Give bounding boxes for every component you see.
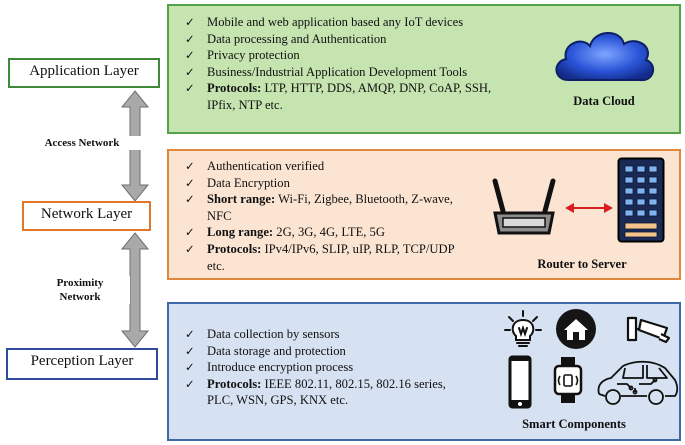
list-item: ✓ Data Encryption [183, 175, 463, 192]
check-icon: ✓ [185, 192, 195, 207]
list-item-text: Privacy protection [207, 48, 300, 63]
list-item: ✓ Protocols: LTP, HTTP, DDS, AMQP, DNP, C… [183, 80, 518, 113]
data-cloud-caption: Data Cloud [573, 94, 635, 108]
list-item-text: Protocols: IEEE 802.11, 802.15, 802.16 s… [207, 376, 463, 409]
list-item: ✓ Protocols: IEEE 802.11, 802.15, 802.16 … [183, 376, 463, 409]
access-network-label: Access Network [22, 136, 142, 150]
protocols-values: LTP, HTTP, DDS, AMQP, DNP, CoAP, SSH, IP… [207, 81, 492, 112]
list-item: ✓ Introduce encryption process [183, 359, 463, 376]
check-icon: ✓ [185, 31, 195, 46]
smart-components-caption: Smart Components [522, 417, 626, 431]
network-layer-label: Network Layer [22, 201, 151, 231]
short-range-heading: Short range: [207, 192, 276, 207]
check-icon: ✓ [185, 225, 195, 240]
list-item: ✓ Privacy protection [183, 47, 518, 64]
smartphone-icon [508, 355, 532, 409]
proximity-label-line1: Proximity [56, 277, 104, 289]
server-rack-icon [617, 157, 665, 243]
list-item: ✓ Business/Industrial Application Develop… [183, 64, 518, 81]
check-icon: ✓ [185, 159, 195, 173]
list-item: ✓ Mobile and web application based any Io… [183, 14, 518, 31]
list-item-text: Data collection by sensors [207, 327, 340, 341]
list-item-text: Introduce encryption process [207, 360, 354, 375]
list-item-text: Protocols: LTP, HTTP, DDS, AMQP, DNP, Co… [207, 80, 518, 113]
list-item-text: Data storage and protection [207, 343, 346, 358]
protocols-heading: Protocols: [207, 81, 262, 96]
network-panel: ✓ Authentication verified ✓ Data Encryptio… [167, 149, 681, 280]
bidirectional-arrow-icon [565, 203, 613, 213]
short-range-values: Wi-Fi, Zigbee, Bluetooth, Z-wave, NFC [207, 192, 453, 223]
proximity-network-label: Proximity Network [30, 276, 130, 304]
list-item: ✓ Short range: Wi-Fi, Zigbee, Bluetooth, … [183, 191, 463, 224]
application-feature-list: ✓ Mobile and web application based any Io… [183, 14, 518, 114]
check-icon: ✓ [185, 15, 195, 29]
smart-car-icon [597, 360, 679, 405]
check-icon: ✓ [185, 343, 195, 358]
perception-panel: ✓ Data collection by sensors ✓ Data storag… [167, 302, 681, 441]
list-item: ✓ Authentication verified [183, 158, 463, 175]
check-icon: ✓ [185, 81, 195, 96]
list-item-text: Protocols: IPv4/IPv6, SLIP, uIP, RLP, TC… [207, 241, 463, 274]
protocols-heading: Protocols: [207, 241, 262, 256]
list-item: ✓ Protocols: IPv4/IPv6, SLIP, uIP, RLP, T… [183, 241, 463, 274]
list-item-text: Short range: Wi-Fi, Zigbee, Bluetooth, Z… [207, 191, 463, 224]
long-range-values: 2G, 3G, 4G, LTE, 5G [273, 225, 385, 240]
router-to-server-caption: Router to Server [537, 257, 627, 271]
check-icon: ✓ [185, 64, 195, 79]
list-item-text: Data Encryption [207, 175, 290, 190]
network-feature-list: ✓ Authentication verified ✓ Data Encryptio… [183, 158, 463, 274]
protocols-heading: Protocols: [207, 376, 262, 391]
protocols-values: IPv4/IPv6, SLIP, uIP, RLP, TCP/UDP etc. [207, 241, 455, 273]
proximity-label-line2: Network [59, 291, 101, 303]
smartwatch-icon [553, 357, 583, 403]
long-range-heading: Long range: [207, 225, 274, 240]
check-icon: ✓ [185, 327, 195, 341]
cctv-camera-icon [626, 316, 671, 344]
proximity-network-arrow [120, 232, 150, 348]
smart-home-icon [556, 309, 596, 349]
check-icon: ✓ [185, 376, 195, 391]
perception-feature-list: ✓ Data collection by sensors ✓ Data storag… [183, 326, 463, 409]
check-icon: ✓ [185, 241, 195, 256]
list-item-text: Business/Industrial Application Developm… [207, 64, 468, 79]
list-item-text: Data processing and Authentication [207, 31, 387, 46]
check-icon: ✓ [185, 360, 195, 375]
list-item: ✓ Long range: 2G, 3G, 4G, LTE, 5G [183, 224, 463, 241]
list-item: ✓ Data collection by sensors [183, 326, 463, 343]
list-item-text: Long range: 2G, 3G, 4G, LTE, 5G [207, 224, 463, 241]
perception-layer-label: Perception Layer [6, 348, 158, 380]
application-panel: ✓ Mobile and web application based any Io… [167, 4, 681, 134]
list-item: ✓ Data processing and Authentication [183, 31, 518, 48]
list-item: ✓ Data storage and protection [183, 343, 463, 360]
list-item-text: Authentication verified [207, 159, 325, 173]
protocols-values: IEEE 802.11, 802.15, 802.16 series, PLC,… [207, 376, 446, 408]
check-icon: ✓ [185, 48, 195, 63]
list-item-text: Mobile and web application based any IoT… [207, 15, 464, 29]
router-icon [492, 178, 556, 235]
check-icon: ✓ [185, 175, 195, 190]
cloud-icon [555, 32, 655, 82]
smart-bulb-icon [504, 310, 542, 347]
application-layer-label: Application Layer [8, 58, 160, 88]
